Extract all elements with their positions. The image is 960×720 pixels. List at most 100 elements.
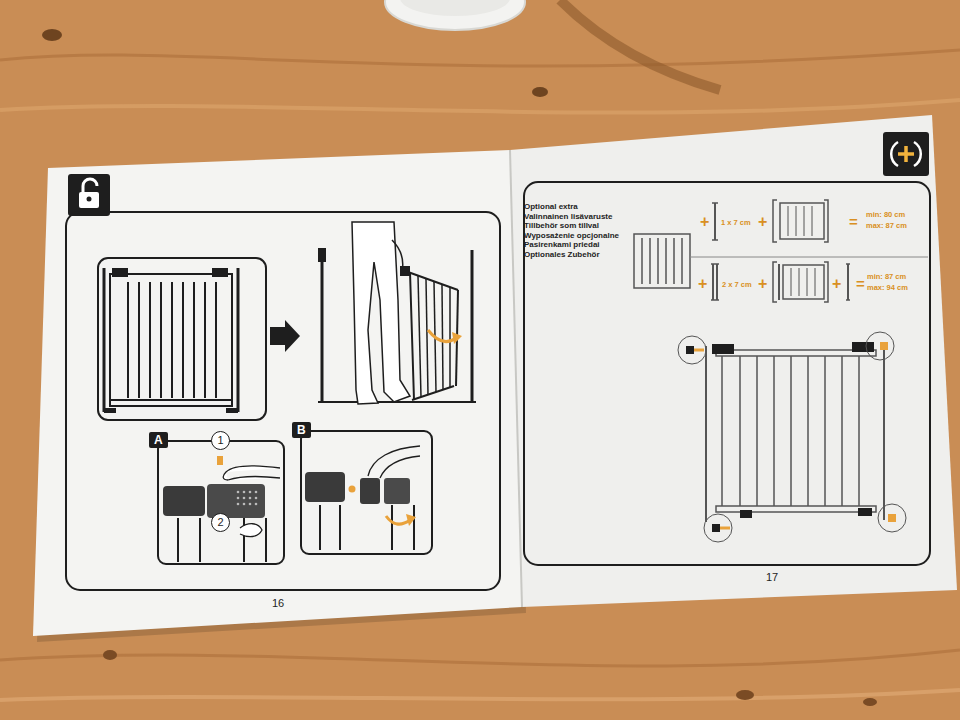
language-caption: Pasirenkami priedai	[524, 241, 600, 249]
large-gate	[858, 356, 860, 506]
language-caption: Wyposażenie opcjonalne	[524, 232, 619, 240]
extension-row	[812, 206, 813, 236]
step-a-illustration	[243, 503, 246, 506]
dimension-label: 2 x 7 cm	[722, 281, 752, 289]
wood-table	[42, 29, 62, 41]
step-b-illustration	[305, 472, 345, 502]
lock-icon	[87, 197, 92, 202]
open-gate-figure	[400, 266, 410, 276]
step-a-illustration	[249, 491, 252, 494]
booklet	[33, 115, 957, 642]
large-gate	[678, 332, 906, 542]
extension-row	[815, 268, 816, 296]
bowl	[400, 0, 510, 16]
wood-table	[0, 690, 960, 700]
closed-gate-figure	[215, 282, 217, 398]
step-letter: B	[292, 422, 311, 438]
large-gate	[866, 332, 894, 360]
step-b-illustration	[360, 478, 380, 504]
wood-table	[532, 87, 548, 97]
step-a-illustration	[223, 466, 280, 480]
extension-row	[804, 206, 805, 236]
extension-row	[807, 268, 808, 296]
small-gate	[681, 238, 683, 284]
step-b-illustration	[339, 505, 341, 550]
large-gate	[878, 504, 906, 532]
wood-table	[736, 690, 754, 700]
large-gate	[880, 342, 888, 350]
large-gate	[678, 336, 706, 364]
closed-gate-figure	[149, 282, 151, 398]
step-b-illustration	[413, 505, 415, 550]
wood-table	[0, 50, 960, 66]
large-gate	[824, 356, 826, 506]
dimension-label: max: 94 cm	[867, 284, 908, 292]
closed-gate-figure	[104, 408, 116, 413]
step-a-illustration	[163, 486, 205, 516]
lock-icon	[68, 174, 110, 216]
step-arrow	[270, 320, 300, 352]
extension-row	[791, 268, 792, 296]
extension-row	[712, 202, 718, 204]
plus-icon	[891, 142, 898, 166]
dimension-label: min: 80 cm	[866, 211, 905, 219]
closed-gate-figure	[212, 268, 228, 277]
closed-gate-figure	[237, 268, 240, 412]
dimension-label: min: 87 cm	[867, 273, 906, 281]
small-gate	[657, 238, 659, 284]
plus-sign: +	[758, 214, 767, 230]
open-gate-figure	[410, 272, 414, 400]
language-caption: Optional extra	[524, 203, 578, 211]
extension-row	[716, 264, 718, 300]
step-a-illustration	[265, 518, 267, 562]
step-b-illustration	[319, 505, 321, 550]
plus-icon	[898, 152, 914, 156]
small-gate	[649, 238, 651, 284]
large-gate	[841, 356, 843, 506]
open-gate-figure	[412, 386, 454, 400]
extension-row	[783, 265, 824, 299]
step-panel: B	[300, 430, 433, 555]
step-a-illustration	[237, 503, 240, 506]
wood-table	[863, 698, 877, 706]
large-gate	[705, 346, 707, 522]
open-gate-figure	[418, 276, 421, 397]
wood-table	[560, 0, 720, 90]
page-number: 16	[272, 598, 284, 609]
large-gate	[883, 344, 885, 520]
small-gate	[634, 234, 690, 288]
small-gate	[634, 234, 690, 288]
step-a-illustration	[249, 503, 252, 506]
small-gate	[665, 238, 667, 284]
open-gate-figure	[318, 222, 476, 404]
booklet	[510, 150, 522, 607]
step-a-illustration	[177, 518, 179, 562]
step-a-illustration	[217, 456, 223, 465]
extension-row	[824, 200, 828, 242]
extension-row	[773, 200, 777, 242]
large-gate	[712, 524, 720, 532]
closed-gate-figure	[182, 282, 184, 398]
extension-row	[712, 264, 714, 300]
wood-table	[0, 100, 960, 113]
large-gate	[704, 514, 732, 542]
open-gate-figure	[428, 330, 456, 342]
plus-sign: +	[832, 276, 841, 292]
step-number: 2	[211, 513, 230, 532]
open-gate-figure	[321, 250, 324, 402]
extension-row	[773, 262, 777, 302]
step-a-illustration	[249, 497, 252, 500]
open-gate-figure	[426, 279, 428, 395]
page-number: 17	[766, 572, 778, 583]
open-gate-figure	[471, 250, 474, 402]
open-gate-figure	[442, 285, 443, 390]
closed-gate-figure	[171, 282, 173, 398]
page-frame	[66, 212, 500, 590]
bowl	[385, 0, 525, 30]
large-gate	[858, 508, 872, 516]
lock-icon	[68, 174, 110, 216]
step-b-illustration	[386, 516, 410, 524]
equals-sign: =	[856, 276, 865, 291]
extension-row	[690, 200, 928, 302]
